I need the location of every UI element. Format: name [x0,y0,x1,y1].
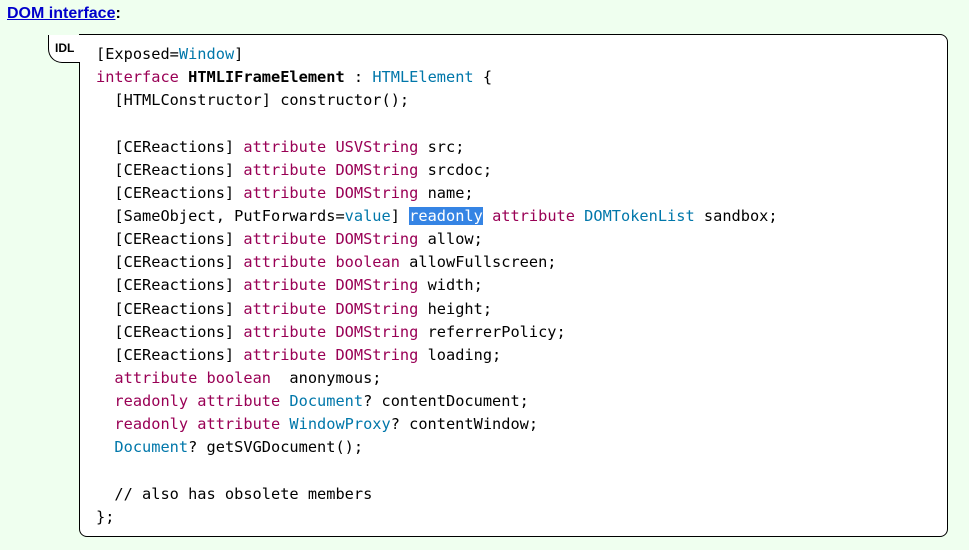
idl-text: height; [418,299,493,318]
idl-keyword: attribute [243,345,336,364]
idl-line: Document? getSVGDocument(); [96,436,778,459]
idl-text [96,369,114,387]
idl-line: [CEReactions] attribute DOMString allow; [96,228,778,251]
idl-text: [CEReactions] [96,276,244,295]
idl-line: [CEReactions] attribute DOMString loadin… [96,344,778,367]
idl-line [96,112,778,135]
idl-text: allow; [418,230,483,249]
idl-line [96,460,778,483]
idl-keyword: readonly attribute [114,392,290,411]
idl-text: [CEReactions] [96,183,244,202]
idl-text: [Exposed= [96,45,179,63]
idl-text: ] [234,45,244,63]
idl-keyword: interface [96,68,189,87]
idl-line: interface HTMLIFrameElement : HTMLElemen… [96,66,778,89]
idl-code: [Exposed=Window]interface HTMLIFrameElem… [96,43,778,529]
idl-text: sandbox; [694,206,778,225]
idl-text: [CEReactions] [96,160,244,179]
idl-type-link[interactable]: DOMTokenList [584,206,695,225]
idl-text: [HTMLConstructor] constructor(); [96,91,410,110]
idl-keyword: attribute [243,276,336,295]
idl-keyword: DOMString [335,276,419,295]
idl-line: [CEReactions] attribute USVString src; [96,136,778,159]
dom-interface-link[interactable]: DOM interface [7,5,116,22]
idl-keyword: DOMString [335,299,419,318]
idl-text: width; [418,276,483,295]
idl-keyword: attribute [492,206,585,225]
idl-line: [CEReactions] attribute DOMString width; [96,274,778,297]
dom-interface-heading: DOM interface: [7,4,121,24]
idl-keyword: attribute [243,183,336,202]
idl-type-link[interactable]: Document [114,438,189,457]
idl-keyword: attribute [243,230,336,249]
heading-colon: : [115,5,121,22]
idl-line: [CEReactions] attribute boolean allowFul… [96,251,778,274]
idl-type-link[interactable]: value [344,206,391,225]
idl-text: HTMLIFrameElement [188,68,345,87]
idl-keyword: DOMString [335,230,419,249]
idl-text: [CEReactions] [96,345,244,364]
idl-line: readonly attribute Document? contentDocu… [96,390,778,413]
idl-label-tab: IDL [48,35,80,63]
idl-text: [CEReactions] [96,322,244,341]
idl-text [96,415,114,433]
idl-keyword: DOMString [335,345,419,364]
idl-text: // also has obsolete members [96,484,373,503]
idl-keyword: attribute [243,299,336,318]
idl-text: { [473,68,493,87]
idl-line: [CEReactions] attribute DOMString height… [96,298,778,321]
idl-line: attribute boolean anonymous; [96,367,778,390]
idl-keyword: boolean [206,368,271,387]
idl-keyword: attribute [243,137,336,156]
idl-line: // also has obsolete members [96,483,778,506]
idl-text: anonymous; [271,368,382,387]
idl-text [483,207,492,225]
idl-text: ] [390,206,410,225]
idl-text: loading; [418,345,502,364]
idl-text: [CEReactions] [96,253,244,272]
idl-text: ? contentDocument; [363,392,529,411]
idl-keyword: USVString [335,137,419,156]
idl-text: [SameObject, PutForwards= [96,206,345,225]
idl-text: name; [418,183,474,202]
idl-type-link[interactable]: HTMLElement [372,68,474,87]
idl-text: referrerPolicy; [418,322,566,341]
idl-line: }; [96,506,778,529]
idl-text: }; [96,507,115,526]
idl-line: [CEReactions] attribute DOMString srcdoc… [96,159,778,182]
idl-type-link[interactable]: WindowProxy [289,415,391,434]
idl-keyword: DOMString [335,160,419,179]
idl-text: [CEReactions] [96,230,244,249]
idl-line: [CEReactions] attribute DOMString referr… [96,321,778,344]
idl-keyword: DOMString [335,183,419,202]
idl-keyword: readonly attribute [114,415,290,434]
selected-text: readonly [409,206,483,225]
idl-text: [CEReactions] [96,137,244,156]
idl-text: ? getSVGDocument(); [188,438,364,457]
idl-text [96,438,114,456]
idl-keyword: attribute [243,322,336,341]
idl-text [96,392,114,410]
idl-text: src; [418,137,465,156]
idl-type-link[interactable]: Document [289,392,364,411]
idl-text: : [344,68,373,87]
idl-text: [CEReactions] [96,299,244,318]
idl-line: [Exposed=Window] [96,43,778,66]
idl-text: ? contentWindow; [390,415,539,434]
idl-keyword: attribute [114,368,207,387]
idl-keyword: boolean [335,253,400,272]
idl-line: [CEReactions] attribute DOMString name; [96,182,778,205]
idl-text: allowFullscreen; [399,253,557,272]
idl-line: [HTMLConstructor] constructor(); [96,89,778,112]
idl-type-link[interactable]: Window [178,45,235,63]
idl-keyword: DOMString [335,322,419,341]
idl-text: srcdoc; [418,160,493,179]
idl-line: [SameObject, PutForwards=value] readonly… [96,205,778,228]
idl-line: readonly attribute WindowProxy? contentW… [96,413,778,436]
idl-code-block [79,34,948,537]
idl-keyword: attribute [243,160,336,179]
idl-keyword: attribute [243,253,336,272]
